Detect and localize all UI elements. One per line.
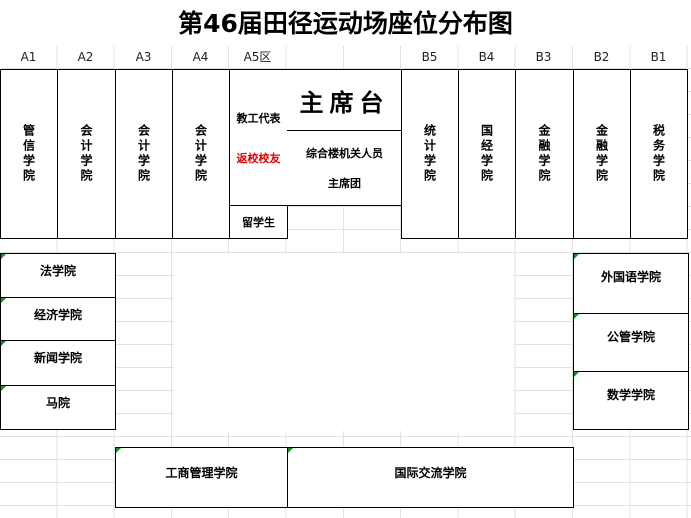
header-a5: A5区	[243, 50, 272, 64]
presidium-area[interactable]: 综合楼机关人员 主席团	[287, 130, 402, 206]
section-label: 会计学院	[79, 124, 93, 184]
staff-label: 综合楼机关人员	[306, 147, 383, 160]
comment-marker-icon	[1, 341, 6, 346]
section-label: 国经学院	[479, 124, 494, 184]
section-b1[interactable]: 税务学院	[630, 69, 688, 239]
presidium-label: 主席团	[328, 177, 361, 190]
section-label: 会计学院	[193, 124, 208, 184]
section-label: 经济学院	[33, 308, 82, 322]
header-b1: B1	[650, 50, 667, 64]
section-math[interactable]: 数学学院	[573, 371, 689, 430]
section-label: 统计学院	[422, 124, 437, 184]
section-label: 会计学院	[136, 124, 151, 184]
section-law[interactable]: 法学院	[0, 253, 116, 298]
comment-marker-icon	[574, 254, 579, 259]
intl-students-label: 留学生	[242, 216, 275, 229]
section-b4[interactable]: 国经学院	[458, 69, 516, 239]
section-label: 金融学院	[537, 124, 551, 184]
section-label: 法学院	[39, 264, 76, 278]
comment-marker-icon	[1, 298, 6, 303]
rostrum[interactable]: 主席台	[287, 69, 402, 131]
section-label: 税务学院	[651, 124, 666, 184]
section-a1[interactable]: 管信学院	[0, 69, 58, 239]
section-label: 数学学院	[606, 388, 655, 402]
section-marxism[interactable]: 马院	[0, 385, 116, 430]
header-b5: B5	[421, 50, 438, 64]
header-b3: B3	[535, 50, 552, 64]
section-a4[interactable]: 会计学院	[172, 69, 230, 239]
section-label: 国际交流学院	[394, 466, 467, 480]
comment-marker-icon	[288, 448, 293, 453]
section-label: 金融学院	[594, 124, 609, 184]
rostrum-title: 主席台	[299, 87, 390, 117]
header-a2: A2	[77, 50, 94, 64]
section-b3[interactable]: 金融学院	[515, 69, 574, 239]
section-public-admin[interactable]: 公管学院	[573, 313, 689, 372]
staff-rep-label: 教工代表	[236, 111, 281, 125]
section-business[interactable]: 工商管理学院	[115, 447, 288, 508]
header-a1: A1	[20, 50, 37, 64]
section-label: 工商管理学院	[165, 466, 238, 480]
section-label: 马院	[45, 396, 70, 410]
section-label: 公管学院	[606, 330, 655, 344]
header-a4: A4	[192, 50, 209, 64]
comment-marker-icon	[116, 448, 121, 453]
section-foreign-lang[interactable]: 外国语学院	[573, 253, 689, 314]
page-title: 第46届田径运动场座位分布图	[178, 9, 513, 38]
comment-marker-icon	[574, 372, 579, 377]
section-economics[interactable]: 经济学院	[0, 297, 116, 341]
comment-marker-icon	[1, 254, 6, 259]
header-b4: B4	[478, 50, 495, 64]
section-label: 新闻学院	[33, 351, 82, 365]
alumni-label: 返校校友	[236, 151, 281, 165]
section-a5[interactable]: 教工代表 返校校友	[229, 69, 288, 206]
section-intl-students[interactable]: 留学生	[229, 205, 288, 239]
section-journalism[interactable]: 新闻学院	[0, 340, 116, 386]
comment-marker-icon	[1, 386, 6, 391]
header-a3: A3	[135, 50, 152, 64]
section-intl-exchange[interactable]: 国际交流学院	[287, 447, 574, 508]
section-a3[interactable]: 会计学院	[115, 69, 173, 239]
section-b5[interactable]: 统计学院	[401, 69, 459, 239]
section-label: 管信学院	[21, 124, 36, 184]
section-b2[interactable]: 金融学院	[573, 69, 631, 239]
section-label: 外国语学院	[600, 270, 661, 284]
comment-marker-icon	[574, 314, 579, 319]
field-area	[174, 253, 514, 431]
header-b2: B2	[593, 50, 610, 64]
section-a2[interactable]: 会计学院	[57, 69, 116, 239]
